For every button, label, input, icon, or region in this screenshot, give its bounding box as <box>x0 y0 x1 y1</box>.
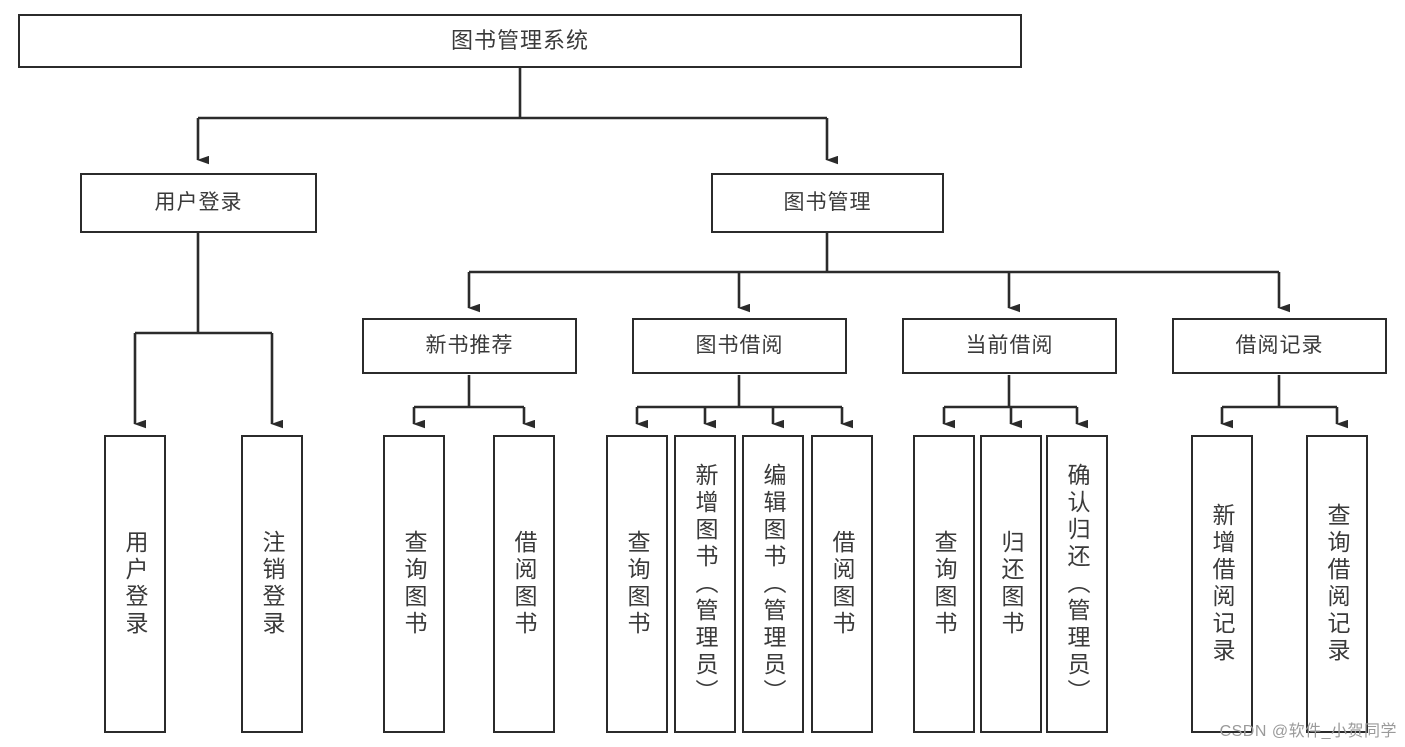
node-label: 借阅记录 <box>1235 334 1324 358</box>
node-new-book-recommendation[interactable]: 新书推荐 <box>362 318 577 374</box>
node-label: 图书管理系统 <box>450 27 589 53</box>
csdn-watermark: CSDN @软件_小贺同学 <box>1219 723 1397 740</box>
node-label: 查询借阅记录 <box>1324 503 1351 665</box>
node-root-book-management-system[interactable]: 图书管理系统 <box>18 14 1022 68</box>
node-leaf-query-book-recommendation[interactable]: 查询图书 <box>383 435 445 733</box>
node-label: 新增借阅记录 <box>1209 503 1236 665</box>
node-borrow-record[interactable]: 借阅记录 <box>1172 318 1387 374</box>
node-leaf-query-book-borrow[interactable]: 查询图书 <box>606 435 668 733</box>
node-leaf-borrow-book-recommendation[interactable]: 借阅图书 <box>493 435 555 733</box>
node-current-borrow[interactable]: 当前借阅 <box>902 318 1117 374</box>
node-label: 新书推荐 <box>425 334 514 358</box>
node-label: 注销登录 <box>259 530 286 638</box>
node-label: 查询图书 <box>931 530 958 638</box>
node-label: 当前借阅 <box>965 334 1054 358</box>
node-label: 新增图书（管理员） <box>692 462 719 706</box>
node-label: 归还图书 <box>998 530 1025 638</box>
node-label: 用户登录 <box>154 191 243 215</box>
node-leaf-return-book[interactable]: 归还图书 <box>980 435 1042 733</box>
node-label: 查询图书 <box>401 530 428 638</box>
node-leaf-logout[interactable]: 注销登录 <box>241 435 303 733</box>
node-label: 借阅图书 <box>829 530 856 638</box>
node-user-login[interactable]: 用户登录 <box>80 173 317 233</box>
node-label: 查询图书 <box>624 530 651 638</box>
node-book-management[interactable]: 图书管理 <box>711 173 944 233</box>
node-leaf-add-book-admin[interactable]: 新增图书（管理员） <box>674 435 736 733</box>
node-label: 图书借阅 <box>695 334 784 358</box>
node-label: 图书管理 <box>783 191 872 215</box>
node-book-borrow[interactable]: 图书借阅 <box>632 318 847 374</box>
node-leaf-borrow-book[interactable]: 借阅图书 <box>811 435 873 733</box>
node-leaf-add-borrow-record[interactable]: 新增借阅记录 <box>1191 435 1253 733</box>
node-label: 编辑图书（管理员） <box>760 462 787 706</box>
node-leaf-confirm-return-admin[interactable]: 确认归还（管理员） <box>1046 435 1108 733</box>
node-label: 借阅图书 <box>511 530 538 638</box>
node-leaf-user-login[interactable]: 用户登录 <box>104 435 166 733</box>
node-label: 用户登录 <box>122 530 149 638</box>
node-leaf-edit-book-admin[interactable]: 编辑图书（管理员） <box>742 435 804 733</box>
node-leaf-query-book-current[interactable]: 查询图书 <box>913 435 975 733</box>
node-leaf-query-borrow-record[interactable]: 查询借阅记录 <box>1306 435 1368 733</box>
node-label: 确认归还（管理员） <box>1064 462 1091 706</box>
